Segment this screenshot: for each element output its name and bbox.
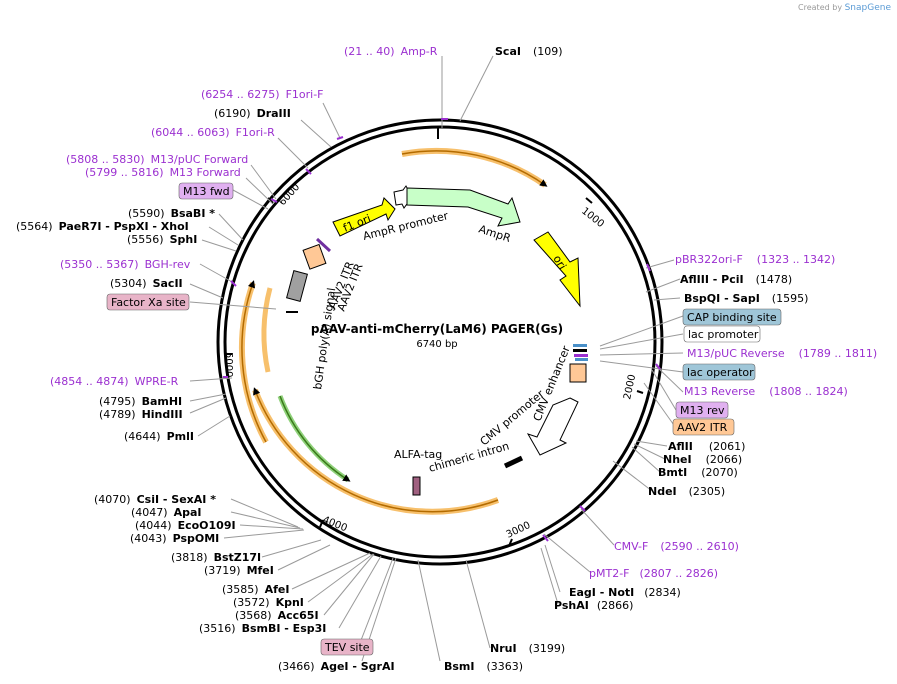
site-ecoo109i: (4044)EcoO109I bbox=[135, 519, 236, 532]
site-bspqi-sapi: BspQI - SapI(1595) bbox=[684, 292, 808, 305]
credit-prefix: Created by bbox=[798, 3, 843, 12]
site-afei: (3585)AfeI bbox=[222, 583, 289, 596]
snapgene-logo: SnapGene bbox=[844, 3, 891, 13]
m13-fwd-label: M13 fwd bbox=[183, 185, 230, 198]
aav2-itr-right-box bbox=[569, 363, 587, 383]
site-apai: (4047)ApaI bbox=[131, 506, 201, 519]
leader-lines bbox=[189, 55, 684, 662]
arc-gene-orange-bottom-core bbox=[253, 387, 499, 513]
aav2-itr-box bbox=[672, 418, 735, 436]
ampr-label: AmpR bbox=[477, 222, 513, 245]
ori-label: ori bbox=[550, 253, 568, 272]
site-aflii: AflII(2061) bbox=[668, 440, 745, 453]
f1-ori-arrow bbox=[332, 197, 396, 237]
ampr-arrow bbox=[406, 187, 521, 227]
m13-rev-label: M13 rev bbox=[680, 404, 725, 417]
primer-amp-r: (21 .. 40)Amp-R bbox=[344, 45, 438, 58]
site-scai: ScaI(109) bbox=[495, 45, 563, 58]
lac-operator-box bbox=[682, 363, 756, 381]
primer-wpre-r: (4854 .. 4874)WPRE-R bbox=[50, 375, 179, 388]
aav2-itr-left-box bbox=[302, 243, 327, 270]
primer-m13-reverse: M13 Reverse(1808 .. 1824) bbox=[684, 385, 848, 398]
site-draiii: (6190)DraIII bbox=[214, 107, 291, 120]
arc-green-inner-core bbox=[279, 395, 351, 482]
site-ndei: NdeI(2305) bbox=[648, 485, 725, 498]
site-bsmi: BsmI(3363) bbox=[444, 660, 523, 673]
primer-pbr322ori-f: pBR322ori-F(1323 .. 1342) bbox=[675, 253, 835, 266]
backbone-outer bbox=[216, 118, 664, 566]
primer-f1ori-f: (6254 .. 6275)F1ori-F bbox=[201, 88, 324, 101]
site-bsmbi-esp3i: (3516)BsmBI - Esp3I bbox=[199, 622, 326, 635]
site-nhei: NheI(2066) bbox=[663, 453, 742, 466]
arc-ampr-orange-core bbox=[401, 150, 548, 187]
site-bmti: BmtI(2070) bbox=[658, 466, 738, 479]
cmv-enhancer-arrow bbox=[526, 397, 579, 456]
aav2-itr-left-mark bbox=[315, 237, 332, 253]
bgh-polya-label: bGH poly(A) signal bbox=[311, 287, 338, 391]
site-pspomi: (4043)PspOMI bbox=[130, 532, 219, 545]
factor-xa-label: Factor Xa site bbox=[111, 296, 186, 309]
site-bsabi: (5590)BsaBI * bbox=[128, 207, 215, 220]
factor-xa-box bbox=[106, 293, 190, 311]
arc-gene-orange-bottom bbox=[252, 388, 500, 515]
site-csii-sexai: (4070)CsiI - SexAI * bbox=[94, 493, 216, 506]
site-nrui: NruI(3199) bbox=[490, 642, 565, 655]
tick-5000: 5000 bbox=[223, 352, 234, 377]
site-acc65i: (3568)Acc65I bbox=[235, 609, 319, 622]
tick-marks bbox=[225, 127, 644, 547]
arc-gene-orange-left2 bbox=[261, 287, 273, 373]
tick-2000: 2000 bbox=[622, 373, 638, 400]
plasmid-name: pAAV-anti-mCherry(LaM6) PAGER(Gs) bbox=[311, 322, 563, 336]
site-bamhi: (4795)BamHI bbox=[99, 395, 182, 408]
arc-gene-orange-left-core bbox=[241, 280, 267, 443]
tev-site-label: TEV site bbox=[324, 641, 370, 654]
tick-labels: 1000 2000 3000 4000 5000 6000 bbox=[223, 182, 638, 541]
aav2-itr-box-label: AAV2 ITR bbox=[677, 421, 728, 434]
lac-promoter-box bbox=[683, 325, 761, 343]
primer-m13-forward: (5799 .. 5816)M13 Forward bbox=[85, 166, 241, 179]
primer-bgh-rev: (5350 .. 5367)BGH-rev bbox=[60, 258, 191, 271]
m13-rev-box bbox=[675, 401, 729, 419]
ori-arrow bbox=[533, 231, 581, 308]
backbone-inner bbox=[223, 125, 657, 559]
tev-site-box bbox=[320, 638, 374, 656]
site-eagi-noti: EagI - NotI(2834) bbox=[569, 586, 681, 599]
site-hindiii: (4789)HindIII bbox=[99, 408, 183, 421]
cap-binding-label: CAP binding site bbox=[687, 311, 777, 324]
alfa-tag-label: ALFA-tag bbox=[394, 448, 442, 461]
intron-mark bbox=[503, 455, 524, 469]
site-sacii: (5304)SacII bbox=[110, 277, 183, 290]
site-sphi: (5556)SphI bbox=[127, 233, 197, 246]
cap-binding-box bbox=[682, 308, 782, 326]
lac-operator-label: lac operator bbox=[687, 366, 754, 379]
primer-pmt2-f: pMT2-F(2807 .. 2826) bbox=[589, 567, 718, 580]
primer-m13-puc-forward: (5808 .. 5830)M13/pUC Forward bbox=[66, 153, 248, 166]
primer-marks bbox=[223, 118, 661, 542]
primer-f1ori-r: (6044 .. 6063)F1ori-R bbox=[151, 126, 275, 139]
m13-fwd-box bbox=[178, 182, 234, 200]
plasmid-length: 6740 bp bbox=[416, 339, 457, 350]
alfa-tag-box bbox=[412, 476, 421, 496]
site-agei-sgrai: (3466)AgeI - SgrAI bbox=[278, 660, 395, 673]
primer-cmv-f: CMV-F(2590 .. 2610) bbox=[614, 540, 739, 553]
lac-cluster bbox=[573, 344, 588, 361]
primer-m13-puc-reverse: M13/pUC Reverse(1789 .. 1811) bbox=[687, 347, 877, 360]
site-mfei: (3719)MfeI bbox=[204, 564, 274, 577]
site-pshai: PshAI(2866) bbox=[554, 599, 633, 612]
site-kpni: (3572)KpnI bbox=[233, 596, 304, 609]
lac-promoter-label: lac promoter bbox=[688, 328, 759, 341]
tick-1000: 1000 bbox=[579, 206, 606, 230]
site-pmli: (4644)PmlI bbox=[124, 430, 194, 443]
site-afliii-pcii: AflIII - PciI(1478) bbox=[680, 273, 792, 286]
bgh-polya-box bbox=[286, 270, 308, 302]
snapgene-credit: Created by SnapGene bbox=[798, 3, 891, 13]
arc-ampr-orange bbox=[401, 147, 547, 188]
site-paer7i-xhoi: (5564)PaeR7I - PspXI - XhoI bbox=[16, 220, 189, 233]
site-bstz17i: (3818)BstZ17I bbox=[171, 551, 261, 564]
